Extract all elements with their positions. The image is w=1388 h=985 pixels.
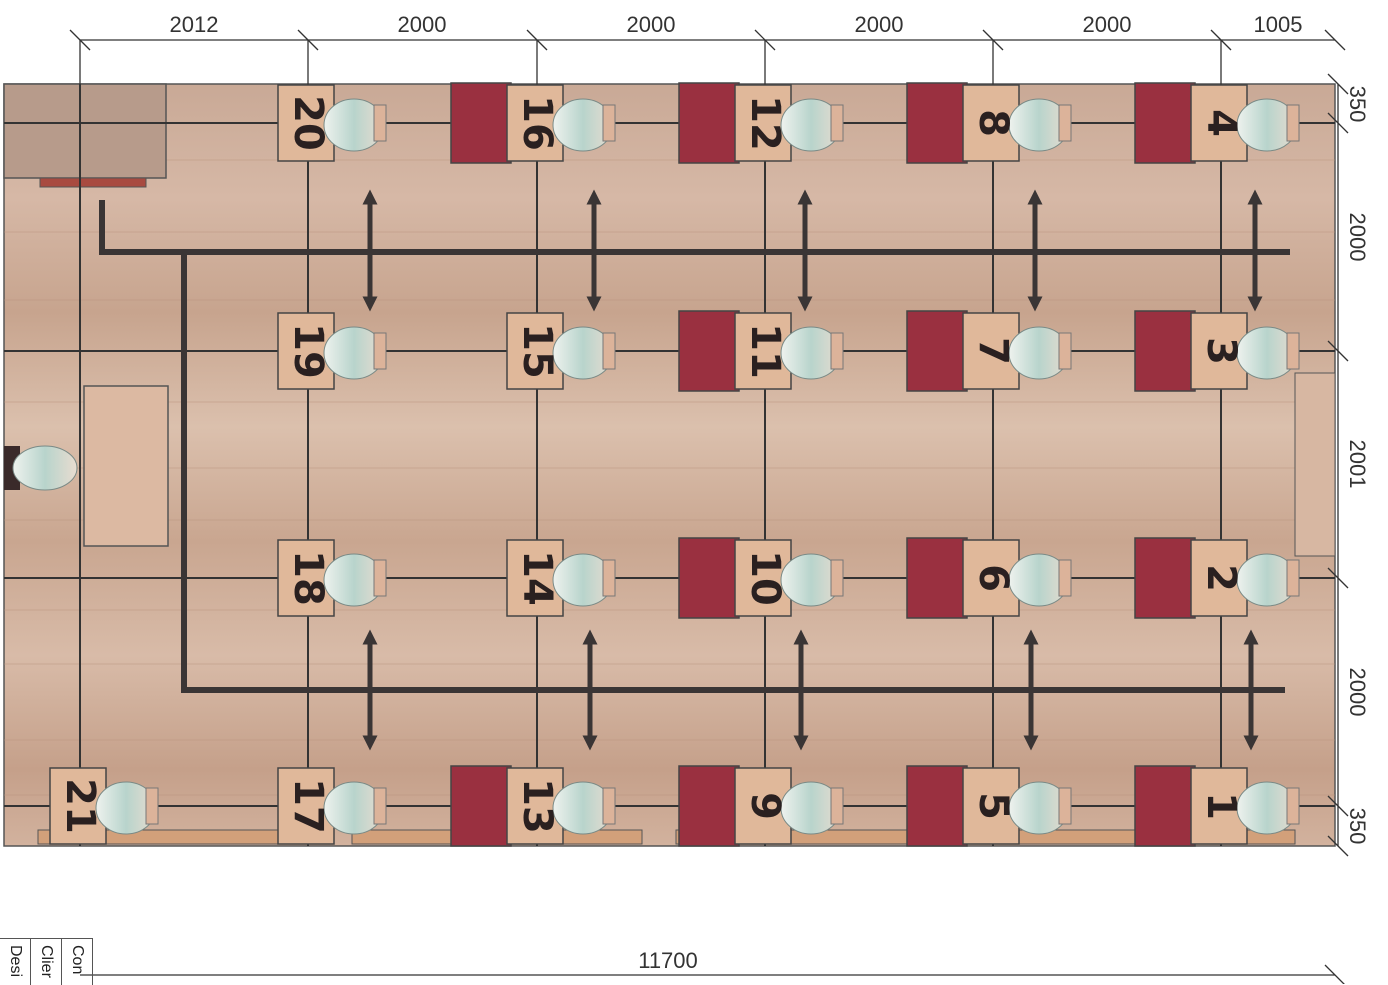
dimension-top-1: 2012 [170,12,219,37]
storage-cabinet [906,310,968,392]
desk-number: 11 [742,323,788,379]
desk-number: 16 [514,95,560,151]
wooden-floor [3,83,1336,847]
dimension-right-3: 2001 [1345,440,1370,489]
desk-number: 4 [1198,109,1244,137]
chair [1286,104,1300,142]
desk-number: 1 [1198,792,1244,820]
desk-number: 7 [970,337,1016,365]
title-block: Desi Clier Con [0,938,93,985]
chair [602,332,616,370]
desk-number: 12 [742,95,788,151]
chair [373,559,387,597]
storage-cabinet [450,82,512,164]
dimension-total: 11700 [638,948,698,973]
desk-number: 10 [742,550,788,606]
chair [602,787,616,825]
desk-number: 5 [970,792,1016,820]
desk-number: 13 [514,778,560,834]
teacher-figure [4,445,78,491]
chair [373,104,387,142]
desk-number: 15 [514,323,560,379]
title-block-text: Desi [7,945,24,978]
storage-cabinet [1134,310,1196,392]
dimension-top-6: 1005 [1254,12,1303,37]
desk-number: 6 [970,564,1016,592]
chair [1058,104,1072,142]
storage-cabinet [678,82,740,164]
storage-cabinet [678,765,740,847]
dimension-top-2: 2000 [398,12,447,37]
teacher-desk [83,385,169,547]
desk-number: 17 [285,778,331,834]
desk [1190,539,1248,617]
chair [830,332,844,370]
chair [1058,559,1072,597]
dimension-right-2: 2000 [1345,213,1370,262]
dimension-labels: 2012 2000 2000 2000 2000 1005 350 2000 2… [170,12,1370,973]
desk-number: 14 [514,550,560,606]
dimension-right-4: 2000 [1345,668,1370,717]
storage-cabinet [906,537,968,619]
chair [830,104,844,142]
aisle-paths [99,200,1290,693]
dimension-top-5: 2000 [1083,12,1132,37]
desk-number: 3 [1198,337,1244,365]
chair [1286,332,1300,370]
desk-number: 20 [285,95,331,151]
aisle-arrows [362,189,1263,751]
title-block-cell: Clier [31,939,62,985]
dimension-right-1: 350 [1345,86,1370,123]
desk-number: 2 [1198,564,1244,592]
chair [1058,332,1072,370]
chair [1286,559,1300,597]
storage-cabinet [906,765,968,847]
chair [830,787,844,825]
desk-number: 19 [285,323,331,379]
chair [373,787,387,825]
storage-cabinet [906,82,968,164]
dimension-right-5: 350 [1345,808,1370,845]
storage-cabinet [1134,537,1196,619]
grid-lines [4,84,1335,846]
cabinet-base [39,177,147,188]
desk-number: 21 [57,778,103,834]
shelf-right [1294,372,1336,557]
storage-cabinet [1134,765,1196,847]
wood-grain [4,159,1335,796]
storage-cabinet [678,537,740,619]
storage-cabinet [450,765,512,847]
storage-cabinet [678,310,740,392]
chair [830,559,844,597]
title-block-cell: Con [62,939,93,985]
chair [1058,787,1072,825]
chair [145,787,159,825]
chair [602,559,616,597]
desk-number: 8 [970,109,1016,137]
chair [1286,787,1300,825]
title-block-text: Con [69,945,86,975]
title-block-text: Clier [38,945,55,978]
dimension-top-3: 2000 [627,12,676,37]
desk-number: 9 [742,792,788,820]
chair [373,332,387,370]
chair [602,104,616,142]
dimension-top-4: 2000 [855,12,904,37]
desk [734,539,792,617]
storage-cabinet [1134,82,1196,164]
dimension-lines [69,29,1349,984]
cabinet [3,83,167,179]
desk-number: 18 [285,550,331,606]
title-block-cell: Desi [0,939,31,985]
